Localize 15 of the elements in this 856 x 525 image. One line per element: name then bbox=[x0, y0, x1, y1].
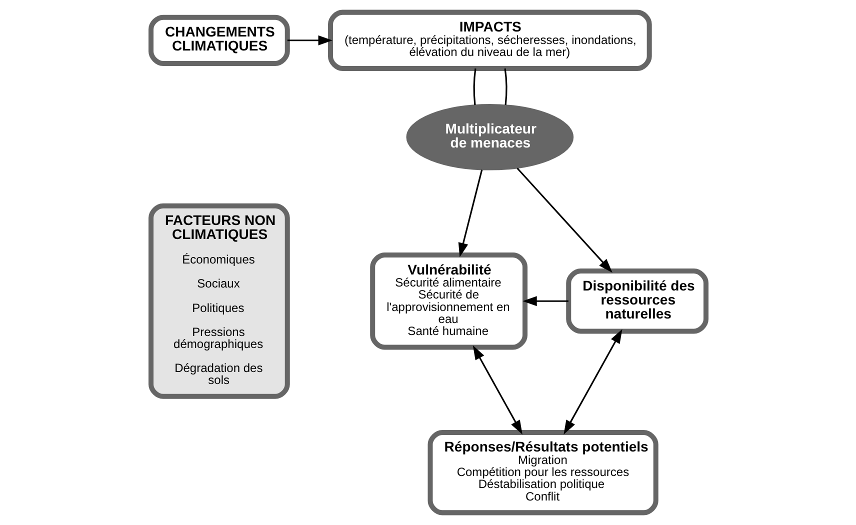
arrow bbox=[472, 345, 522, 435]
node-ellipse: Multiplicateur de menaces bbox=[406, 104, 574, 170]
node-box: IMPACTS (température, précipitations, sécheresses, inondations, élévation du niveau de la mer) bbox=[327, 10, 652, 71]
node-box: Vulnérabilité Sécurité alimentaire Sécurité de l'approvisionnement en eau Santé humaine bbox=[370, 252, 528, 350]
arrow bbox=[458, 170, 482, 258]
arrow bbox=[286, 35, 332, 46]
node-box: CHANGEMENTS CLIMATIQUES bbox=[148, 14, 290, 66]
connector bbox=[472, 68, 476, 106]
node-box: Réponses/Résultats potentiels Migration Compétition pour les ressources Déstabilisation politique Conflit bbox=[427, 430, 658, 516]
arrow bbox=[563, 329, 622, 434]
arrow bbox=[516, 168, 612, 273]
node-box: FACTEURS NON CLIMATIQUES Économiques Sociaux Politiques Pressions démographiques Dégradation des sols bbox=[148, 203, 290, 399]
node-box: Disponibilité des ressources naturelles bbox=[566, 268, 708, 334]
arrow bbox=[522, 296, 568, 306]
connector bbox=[504, 68, 507, 106]
